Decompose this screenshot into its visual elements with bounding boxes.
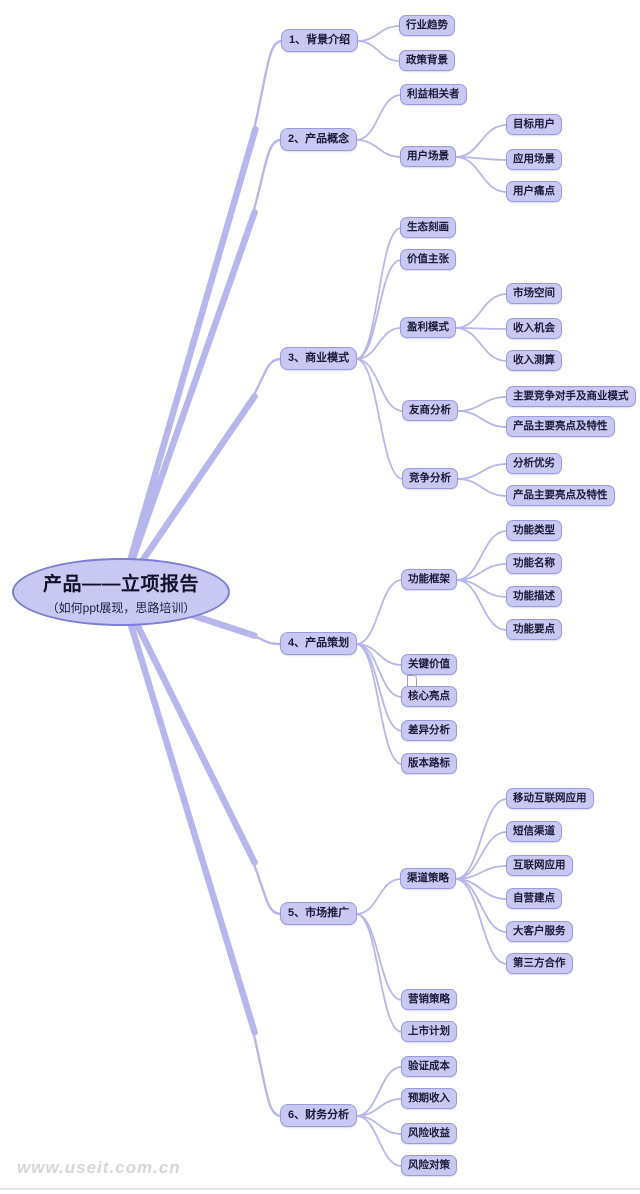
connector-line [240,138,283,250]
mindmap-node[interactable]: 价值主张 [400,249,456,270]
connector-line [456,463,508,480]
connector-line [355,94,402,141]
connector-line [356,25,401,42]
connector-line [355,1066,403,1117]
watermark: www.useit.com.cn [17,1158,181,1177]
mindmap-node[interactable]: 渠道策略 [400,868,456,889]
mindmap-node[interactable]: 版本路标 [401,753,457,774]
mindmap-node[interactable]: 分析优劣 [506,453,562,474]
connector-line [240,835,283,916]
mindmap-node[interactable]: 功能描述 [506,586,562,607]
mindmap-node[interactable]: 应用场景 [506,149,562,170]
connector-line [456,410,508,428]
mindmap-node[interactable]: 功能要点 [506,619,562,640]
connector-line [355,327,402,360]
connector-line [456,478,508,497]
mindmap-node[interactable]: 互联网应用 [506,855,573,876]
mindmap-node[interactable]: 上市计划 [401,1021,457,1042]
connector-line [109,562,258,1036]
connector-line [356,40,401,62]
mindmap-node[interactable]: 1、背景介绍 [281,29,359,52]
connector-line [355,913,403,1033]
connector-line [355,358,404,480]
mindmap-node[interactable]: 友商分析 [402,400,458,421]
connector-line [240,630,283,646]
mindmap-node[interactable]: 5、市场推广 [280,902,358,925]
root-title: 产品——立项报告 [42,573,199,595]
mindmap-node[interactable]: 3、商业模式 [280,347,358,370]
connector-line [454,293,508,329]
mindmap-node[interactable]: 预期收入 [401,1088,457,1109]
connector-line [456,396,508,412]
connector-line [109,209,258,618]
page-bottom-edge [0,1188,640,1190]
connector-line [355,643,403,732]
connector-line [355,259,402,360]
mindmap-node[interactable]: 功能框架 [401,569,457,590]
mindmap-node[interactable]: 短信渠道 [506,821,562,842]
connector-line [355,643,403,765]
mindmap-node[interactable]: 用户痛点 [506,181,562,202]
mindmap-node[interactable]: 6、财务分析 [280,1104,358,1127]
mindmap-node[interactable]: 自营建点 [506,888,562,909]
connector-line [454,878,508,965]
connector-line [454,798,508,880]
mindmap-node[interactable]: 大客户服务 [506,921,573,942]
mindmap-node[interactable]: 收入测算 [506,350,562,371]
connector-line [355,227,402,360]
mindmap-node[interactable]: 4、产品策划 [280,632,358,655]
connector-line [455,530,508,581]
connector-line [355,1115,403,1167]
mindmap-node[interactable]: 风险收益 [401,1123,457,1144]
mindmap-node[interactable]: 核心亮点 [401,686,457,707]
mindmap-node[interactable]: 行业趋势 [399,15,455,36]
connector-line [241,39,284,175]
mindmap-node[interactable]: 产品主要亮点及特性 [506,485,615,506]
mindmap-node[interactable]: 验证成本 [401,1056,457,1077]
connector-line [454,831,508,880]
connector-line [355,579,403,645]
mindmap-node[interactable]: 第三方合作 [506,953,573,974]
mindmap-node[interactable]: 用户场景 [400,146,456,167]
mindmap-node[interactable]: 目标用户 [506,114,562,135]
root-topic[interactable]: 产品——立项报告 （如何ppt展现，思路培训） [12,558,230,626]
mindmap-node[interactable]: 政策背景 [399,50,455,71]
mindmap-node[interactable]: 利益相关者 [400,84,467,105]
mindmap-node[interactable]: 主要竞争对手及商业模式 [506,386,636,407]
connector-line [454,327,508,362]
connector-line [355,139,402,158]
mindmap-node[interactable]: 功能类型 [506,520,562,541]
mindmap-node[interactable]: 营销策略 [401,989,457,1010]
connector-line [454,124,508,158]
mindmap-node[interactable]: 生态刻画 [400,217,456,238]
connector-line [355,358,404,412]
connector-line [454,156,508,193]
root-subtitle: （如何ppt展现，思路培训） [46,600,196,615]
connector-line [355,913,403,1001]
mindmap-node[interactable]: 移动互联网应用 [506,788,594,809]
mindmap-node[interactable]: 关键价值 [401,654,457,675]
mindmap-node[interactable]: 功能名称 [506,553,562,574]
mindmap-node[interactable]: 盈利模式 [400,317,456,338]
connector-line [240,989,283,1118]
mindmap-node[interactable]: 收入机会 [506,318,562,339]
mindmap-node[interactable]: 差异分析 [401,720,457,741]
mindmap-node[interactable]: 风险对策 [401,1155,457,1176]
connector-line [355,878,402,915]
mindmap-node[interactable]: 产品主要亮点及特性 [506,416,615,437]
connector-line [240,357,283,417]
mindmap-node[interactable]: 市场空间 [506,283,562,304]
mindmap-node[interactable]: 竞争分析 [402,468,458,489]
connector-line [455,579,508,631]
mindmap-node[interactable]: 2、产品概念 [280,128,358,151]
